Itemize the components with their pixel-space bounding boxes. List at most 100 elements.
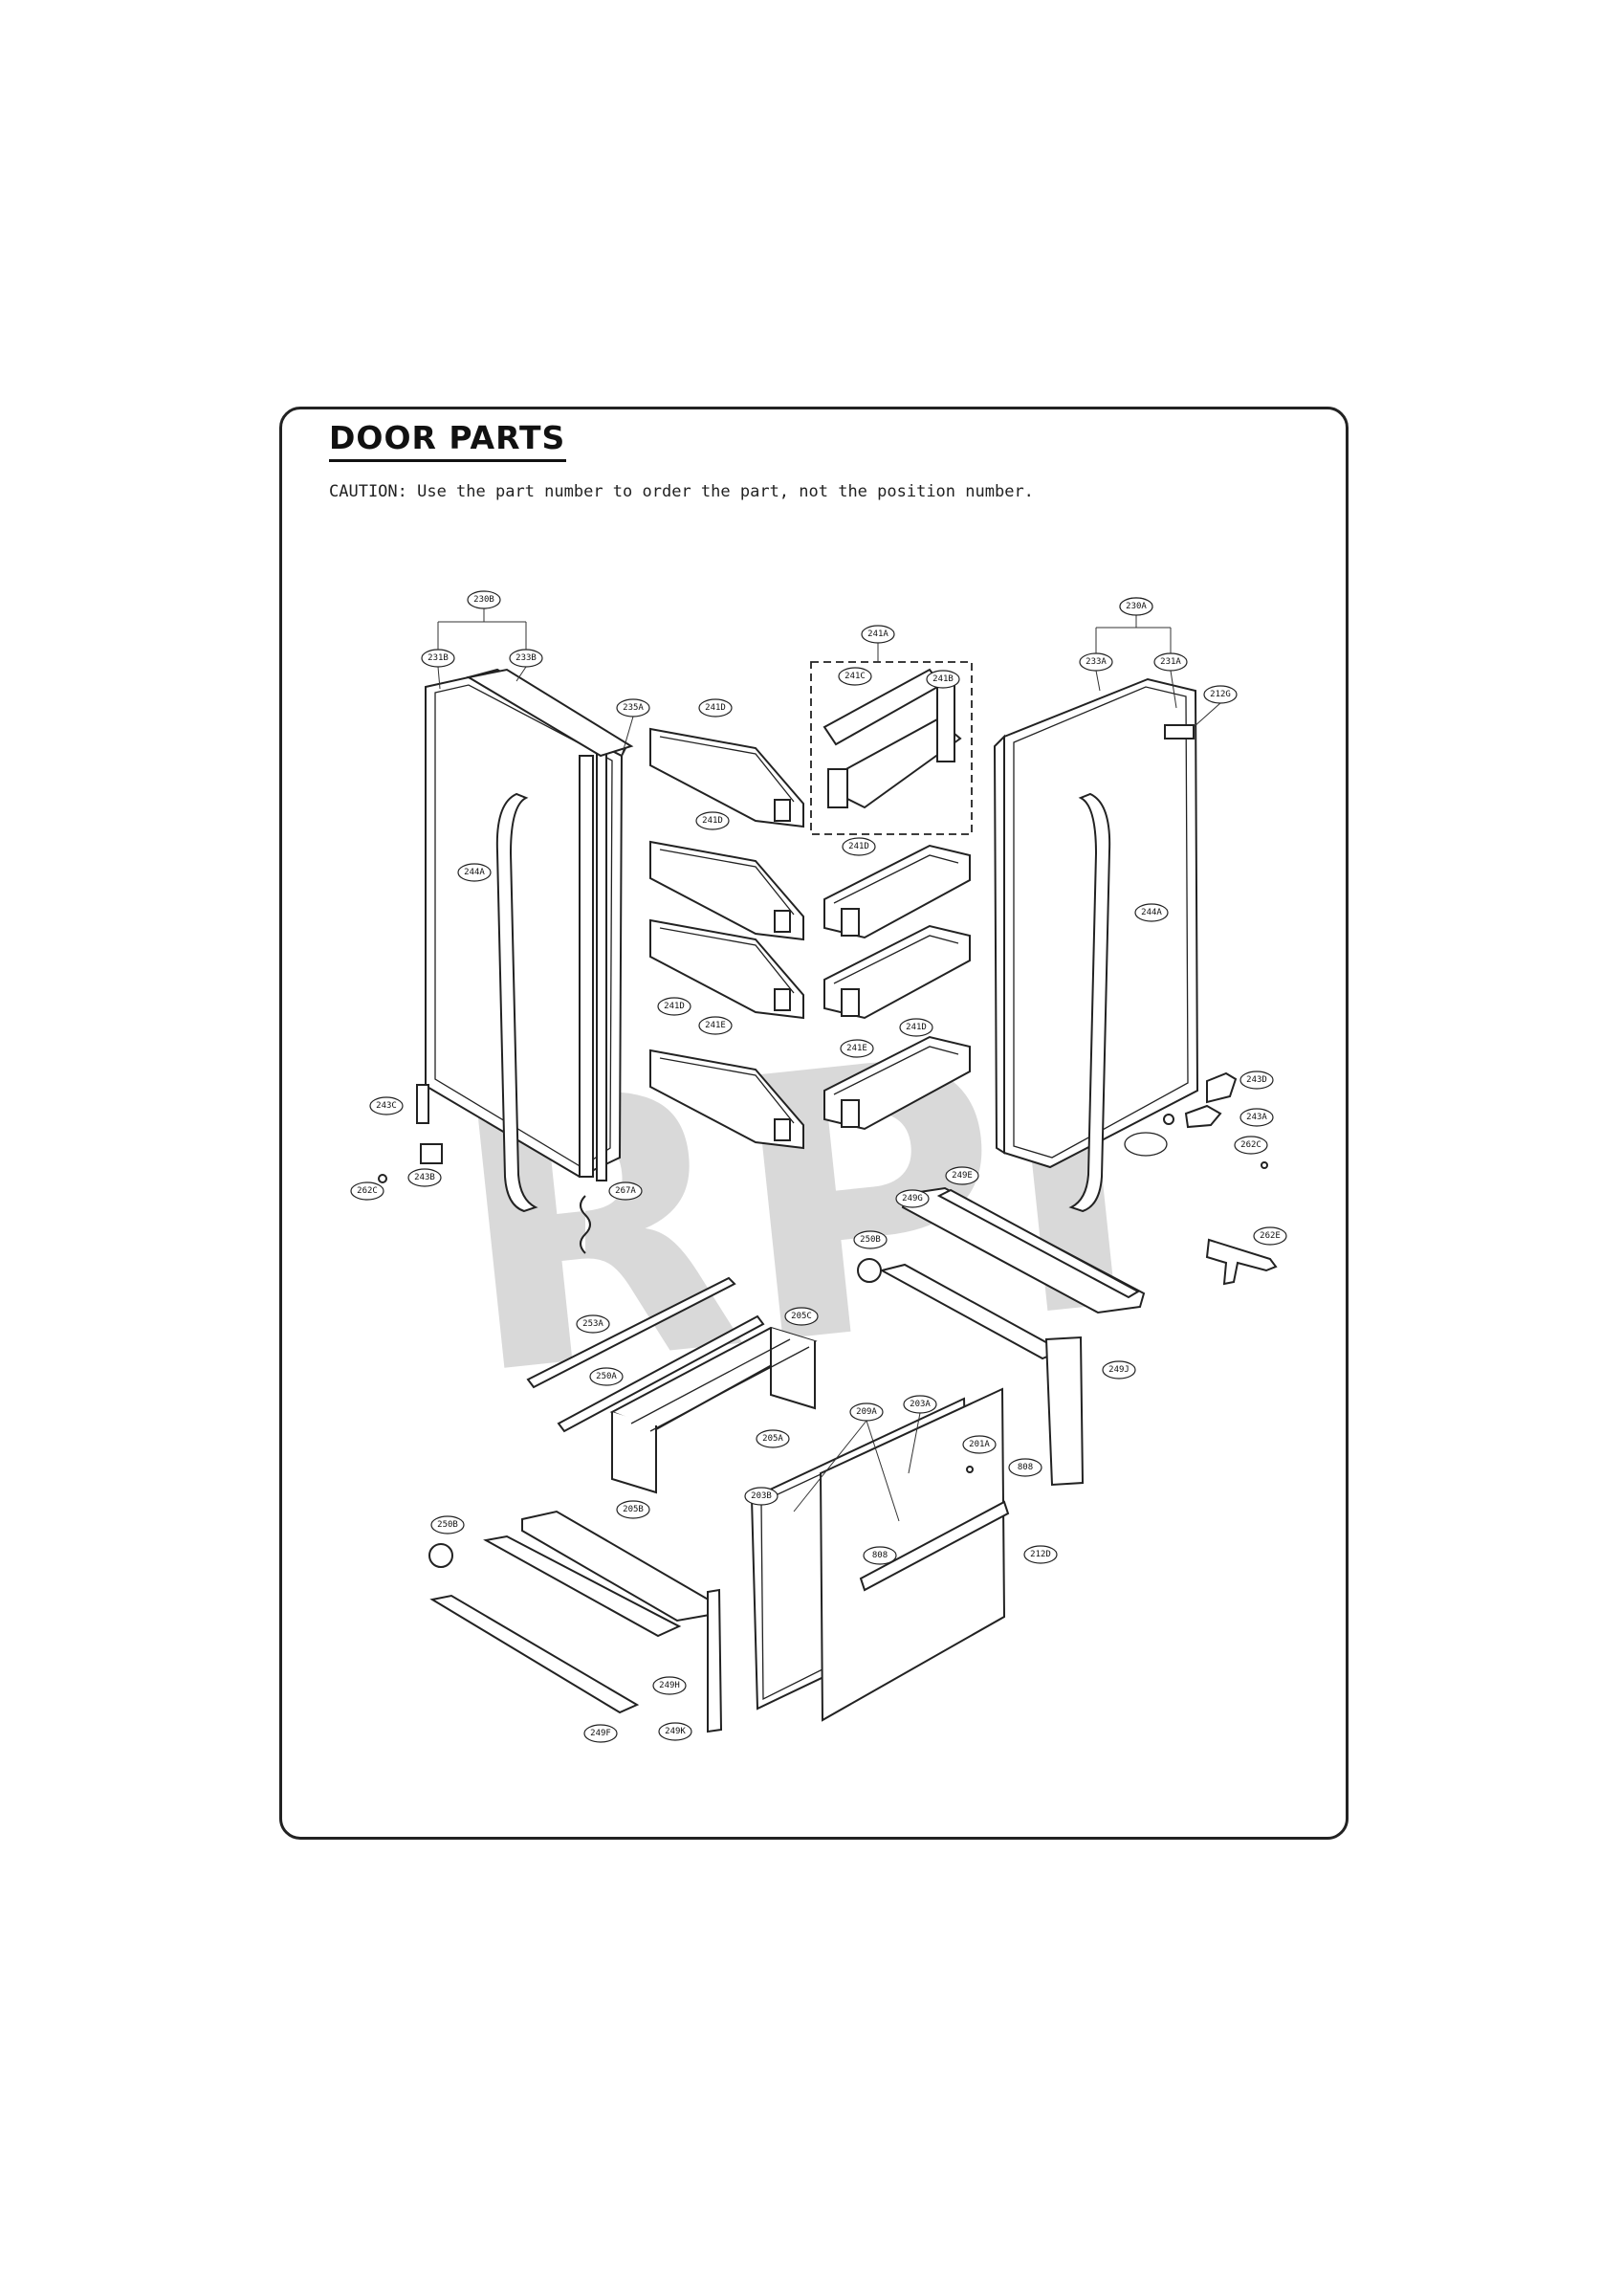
- part-callout-243B: 243B: [407, 1168, 442, 1187]
- callout-label: 241E: [846, 1044, 867, 1053]
- caution-note: CAUTION: Use the part number to order th…: [329, 482, 1034, 501]
- part-callout-201A: 201A: [962, 1435, 997, 1454]
- callout-label: 262C: [357, 1186, 378, 1196]
- part-callout-205A: 205A: [756, 1429, 790, 1448]
- oval-callout: [616, 1500, 650, 1519]
- part-callout-250A: 250A: [589, 1367, 624, 1386]
- oval-callout: [583, 1724, 618, 1743]
- callout-label: 233B: [515, 653, 537, 663]
- oval-callout: [658, 1722, 692, 1741]
- callout-label: 241E: [705, 1021, 726, 1030]
- part-callout-233A: 233A: [1079, 652, 1113, 672]
- callout-label: 243B: [414, 1173, 435, 1182]
- callout-label: 808: [872, 1551, 888, 1560]
- callout-label: 241D: [705, 703, 726, 713]
- part-callout-231A: 231A: [1153, 652, 1188, 672]
- oval-callout: [430, 1515, 465, 1534]
- oval-callout: [652, 1676, 687, 1695]
- door-bin: [823, 924, 971, 1020]
- title-underline: [329, 459, 566, 462]
- part-callout-243D: 243D: [1239, 1071, 1274, 1090]
- part-callout-243A: 243A: [1239, 1108, 1274, 1127]
- part-callout-231B: 231B: [421, 649, 455, 668]
- oval-callout: [863, 1546, 897, 1565]
- callout-label: 231A: [1160, 657, 1181, 667]
- oval-callout: [369, 1096, 404, 1115]
- callout-label: 267A: [615, 1186, 636, 1196]
- callout-label: 241D: [906, 1023, 927, 1032]
- part-callout-241E: 241E: [698, 1016, 733, 1035]
- oval-callout: [608, 1181, 643, 1201]
- leader-line: [908, 1412, 921, 1474]
- part-callout-241D: 241D: [842, 837, 876, 856]
- oval-callout: [698, 698, 733, 718]
- oval-callout: [407, 1168, 442, 1187]
- part-callout-205C: 205C: [784, 1307, 819, 1326]
- callout-label: 262C: [1240, 1140, 1261, 1150]
- door-bin: [649, 918, 804, 1020]
- leader-line: [621, 716, 634, 757]
- callout-label: 203A: [910, 1400, 931, 1409]
- callout-label: 243A: [1246, 1113, 1267, 1122]
- callout-label: 241B: [932, 674, 954, 684]
- leader-line: [793, 1420, 867, 1512]
- oval-callout: [945, 1166, 979, 1185]
- part-callout-241D: 241D: [695, 811, 730, 830]
- part-callout-262E: 262E: [1253, 1226, 1287, 1246]
- page-title: DOOR PARTS: [329, 419, 566, 456]
- part-callout-249K: 249K: [658, 1722, 692, 1741]
- oval-callout: [576, 1314, 610, 1334]
- part-callout-244A: 244A: [457, 863, 492, 882]
- diagram-frame: [279, 407, 1349, 1840]
- oval-callout: [840, 1039, 874, 1058]
- callout-group: 230B 231B 233B 235A 241D 241A 241C 241B 230A 233A…: [350, 590, 1287, 1743]
- part-callout-203B: 203B: [744, 1487, 779, 1506]
- callout-label: 244A: [464, 868, 485, 877]
- part-callout-249H: 249H: [652, 1676, 687, 1695]
- callout-label: 230B: [473, 595, 494, 605]
- oval-callout: [1134, 903, 1169, 922]
- callout-label: 241A: [867, 629, 888, 639]
- oval-callout: [350, 1181, 384, 1201]
- callout-label: 205C: [791, 1312, 812, 1321]
- oval-callout: [695, 811, 730, 830]
- part-callout-230A: 230A: [1119, 597, 1153, 616]
- callout-label: 235A: [623, 703, 644, 713]
- oval-callout: [1234, 1136, 1268, 1155]
- callout-label: 205A: [762, 1434, 783, 1444]
- part-callout-241D: 241D: [698, 698, 733, 718]
- door-bins-left-column: [649, 727, 804, 1150]
- callout-label: 253A: [582, 1319, 603, 1329]
- part-callout-241B: 241B: [926, 670, 960, 689]
- part-callout-253A: 253A: [576, 1314, 610, 1334]
- part-callout-808: 808: [1008, 1458, 1042, 1477]
- door-bin: [823, 844, 971, 939]
- door-bin: [649, 727, 804, 828]
- part-callout-212G: 212G: [1203, 685, 1238, 704]
- part-callout-233B: 233B: [509, 649, 543, 668]
- oval-callout: [895, 1189, 930, 1208]
- right-door-assembly: [993, 677, 1199, 1213]
- oval-callout: [657, 997, 691, 1016]
- leader-line: [515, 666, 527, 682]
- oval-callout: [1102, 1360, 1136, 1380]
- callout-label: 212D: [1030, 1550, 1051, 1559]
- oval-callout: [457, 863, 492, 882]
- oval-callout: [962, 1435, 997, 1454]
- oval-callout: [1023, 1545, 1058, 1564]
- oval-callout: [838, 667, 872, 686]
- oval-callout: [842, 837, 876, 856]
- part-callout-241C: 241C: [838, 667, 872, 686]
- part-callout-241E: 241E: [840, 1039, 874, 1058]
- callout-label: 209A: [856, 1407, 877, 1417]
- part-callout-205B: 205B: [616, 1500, 650, 1519]
- oval-callout: [1253, 1226, 1287, 1246]
- callout-label: 249J: [1108, 1365, 1130, 1375]
- callout-label: 241D: [664, 1002, 685, 1011]
- oval-callout: [744, 1487, 779, 1506]
- callout-label: 230A: [1126, 602, 1147, 611]
- part-callout-243C: 243C: [369, 1096, 404, 1115]
- part-callout-212D: 212D: [1023, 1545, 1058, 1564]
- callout-label: 243D: [1246, 1075, 1267, 1085]
- callout-label: 233A: [1086, 657, 1107, 667]
